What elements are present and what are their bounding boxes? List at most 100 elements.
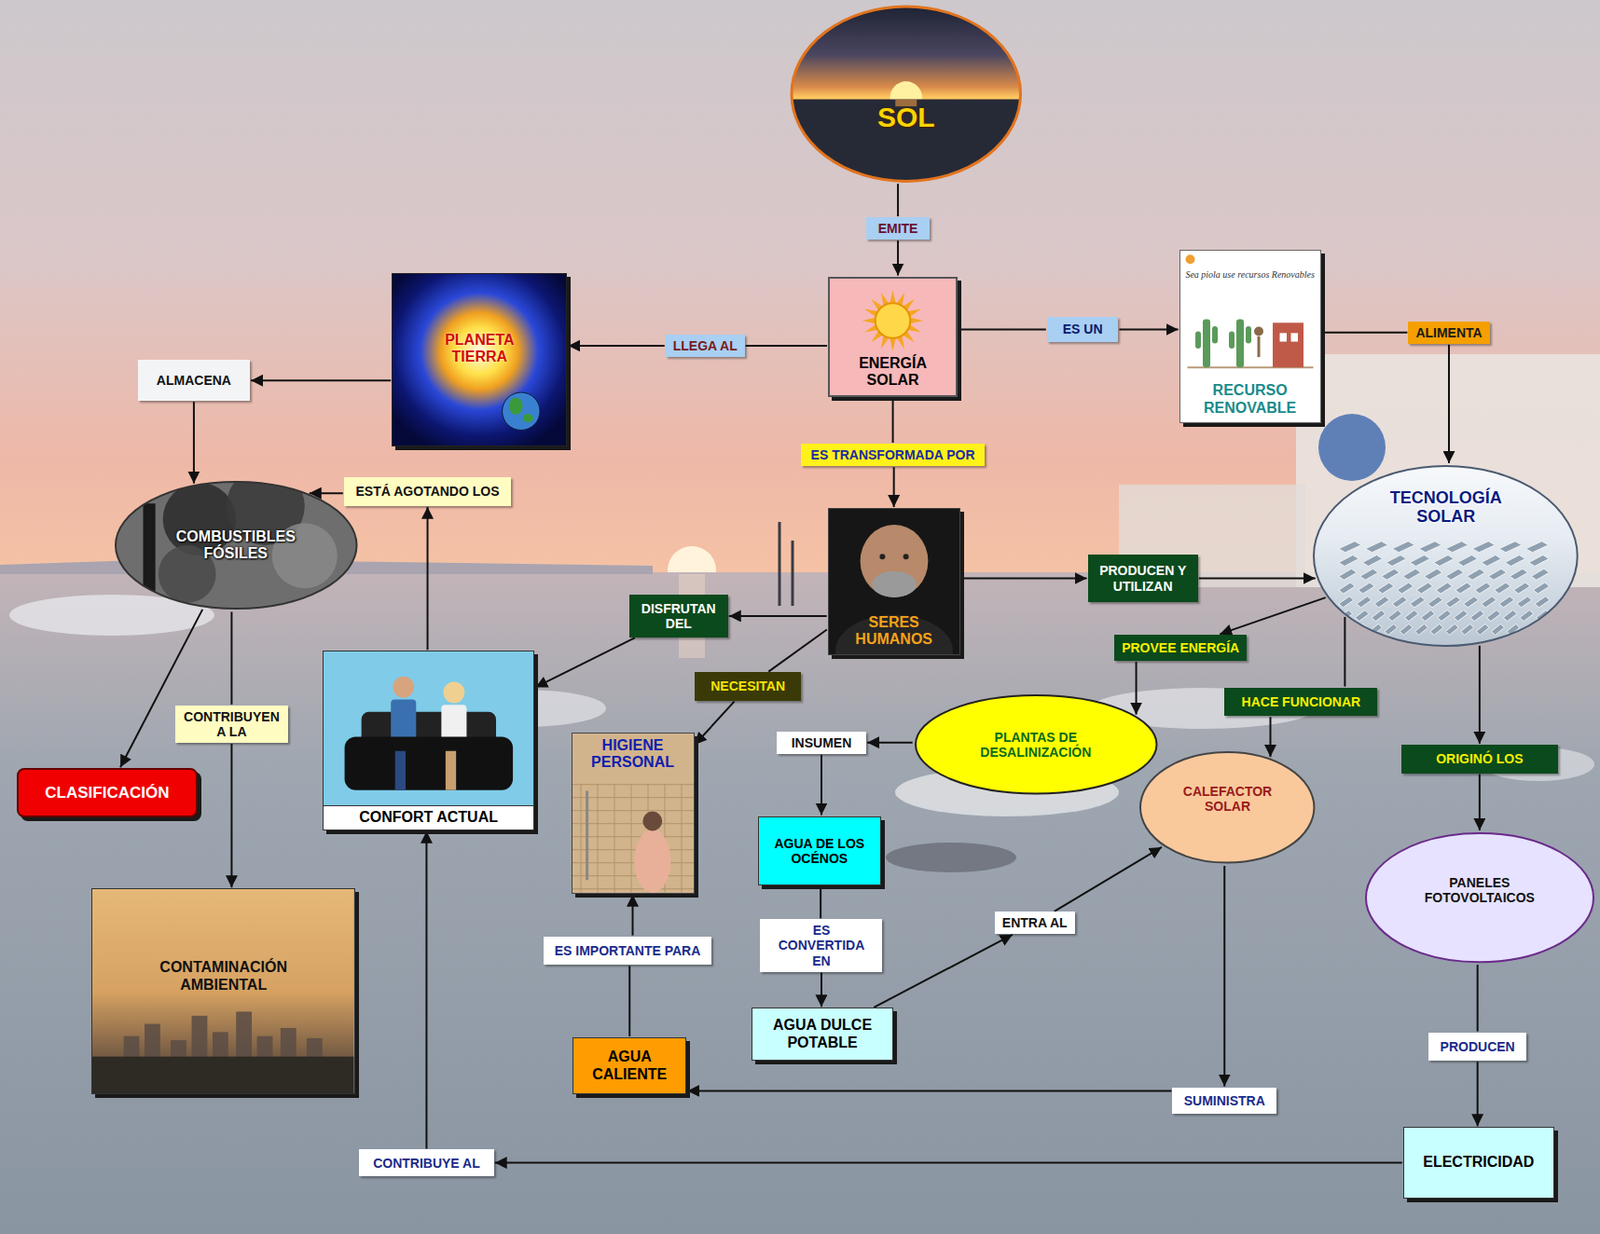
rect-shape [92, 889, 354, 1094]
linking-phrase: EMITE [866, 217, 930, 240]
link-phrase-text: ENTRA AL [1002, 915, 1068, 931]
linking-phrase: HACE FUNCIONAR [1224, 688, 1378, 718]
connector-arrow [873, 935, 1013, 1008]
polygon-shape [1392, 541, 1415, 553]
line-shape [572, 862, 694, 864]
ellipse-shape [915, 695, 1158, 794]
connector-arrow [893, 467, 896, 508]
line-shape [572, 823, 694, 825]
link-phrase-text: NECESITAN [710, 678, 786, 694]
rect-shape [1202, 319, 1211, 369]
rect-shape [789, 4, 1023, 184]
ellipse-shape [1140, 752, 1314, 864]
polygon-shape [1446, 623, 1460, 635]
rect-shape [236, 1012, 253, 1062]
polygon-shape [1437, 610, 1452, 622]
polygon-shape [889, 337, 896, 351]
line-shape [778, 522, 782, 607]
polygon-shape [1481, 596, 1497, 608]
polygon-shape [1534, 596, 1550, 608]
link-phrase-text: SUMINISTRA [1184, 1093, 1266, 1109]
polygon-shape [1397, 582, 1415, 594]
linking-phrase: ORIGINÓ LOS [1401, 744, 1559, 774]
couch-illustration [323, 651, 535, 830]
polygon-shape [1392, 596, 1407, 608]
line-shape [579, 784, 581, 893]
handwritten-caption: Sea piola use recursos Renovables [1185, 269, 1316, 280]
polygon-shape [1338, 568, 1357, 580]
connector-arrow [1054, 847, 1162, 912]
polygon-shape [1355, 610, 1370, 622]
link-phrase-text: LLEGA AL [673, 338, 738, 354]
concept-box: ELECTRICIDAD [1403, 1127, 1555, 1200]
rect-shape [92, 1057, 354, 1094]
linking-phrase: CONTRIBUYE AL [358, 1149, 494, 1176]
link-phrase-text: INSUMEN [791, 735, 853, 751]
linking-phrase: SUMINISTRA [1172, 1088, 1277, 1115]
ellipse-shape [885, 842, 1017, 873]
linking-phrase: ES CONVERTIDA EN [759, 919, 883, 972]
circle-shape [875, 303, 911, 339]
line-shape [572, 875, 694, 877]
connector-arrow [768, 630, 828, 673]
concept-box: CONFORT ACTUAL [322, 650, 536, 831]
connector-arrow [819, 886, 822, 919]
connector-arrow [628, 965, 631, 1037]
concept-label: PANELES FOTOVOLTAICOS [1405, 875, 1555, 906]
rect-shape [0, 572, 1600, 1234]
rect-shape [1245, 326, 1252, 344]
connector-arrow [120, 609, 203, 768]
g-shape [113, 480, 359, 611]
rect-shape [1272, 322, 1304, 368]
ellipse-shape [859, 524, 928, 598]
polygon-shape [1446, 541, 1469, 553]
concept-label: RECURSO RENOVABLE [1189, 382, 1311, 417]
polygon-shape [1416, 582, 1434, 594]
connector-arrow [687, 1089, 1172, 1092]
polygon-shape [1405, 610, 1420, 622]
polygon-shape [889, 289, 896, 304]
g-shape [789, 4, 1023, 184]
polygon-shape [1529, 554, 1550, 566]
polygon-shape [1503, 610, 1518, 622]
concept-ellipse: COMBUSTIBLES FÓSILES [113, 480, 359, 611]
circle-shape [1254, 327, 1264, 337]
polygon-shape [1430, 623, 1444, 635]
polygon-shape [1463, 596, 1479, 608]
connector-arrow [1476, 965, 1479, 1032]
concept-box: AGUA DE LOS OCÉNOS [758, 816, 882, 886]
polygon-shape [1363, 554, 1384, 566]
rect-shape [1195, 331, 1201, 349]
polygon-shape [1384, 623, 1398, 635]
polygon-shape [1514, 582, 1532, 594]
link-phrase-text: ES IMPORTANTE PARA [554, 943, 702, 959]
rect-shape [789, 98, 1023, 183]
line-shape [572, 888, 694, 890]
concept-label: TECNOLOGÍA SOLAR [1371, 488, 1521, 527]
polygon-shape [1537, 623, 1551, 635]
circle-shape [162, 482, 235, 556]
polygon-shape [1378, 582, 1395, 594]
polygon-shape [910, 317, 924, 323]
polygon-shape [1358, 582, 1376, 594]
connector-arrow [230, 744, 233, 888]
polygon-shape [1494, 582, 1512, 594]
ellipse-shape [1365, 833, 1594, 963]
rect-shape [392, 274, 566, 446]
linking-phrase: ENTRA AL [994, 911, 1076, 935]
connector-arrow [1322, 331, 1408, 334]
polygon-shape [1434, 554, 1455, 566]
polygon-shape [1476, 623, 1490, 635]
rect-shape [445, 751, 456, 791]
rect-shape [1236, 319, 1244, 369]
concept-ellipse: PLANTAS DE DESALINIZACIÓN [913, 693, 1159, 796]
linking-phrase: ALMACENA [137, 359, 250, 401]
rect-shape [145, 1024, 162, 1062]
polygon-shape [1472, 541, 1495, 553]
polygon-shape [1400, 623, 1414, 635]
connector-arrow [535, 637, 635, 688]
concept-label: PLANETA TIERRA [423, 331, 536, 367]
circle-shape [502, 392, 540, 430]
polygon-shape [1504, 554, 1526, 566]
polygon-shape [1419, 541, 1442, 553]
